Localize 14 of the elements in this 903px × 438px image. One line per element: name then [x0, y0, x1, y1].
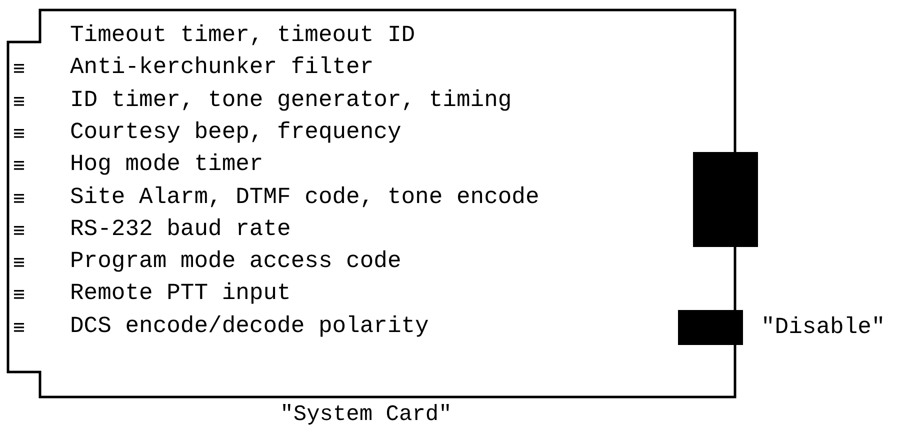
- function-label: Timeout timer, timeout ID: [70, 21, 416, 49]
- switch-block: [693, 152, 758, 247]
- function-label: Hog mode timer: [70, 150, 264, 178]
- function-label: Remote PTT input: [70, 279, 291, 308]
- function-label: Courtesy beep, frequency: [70, 118, 402, 146]
- function-label: Anti-kerchunker filter: [70, 53, 374, 82]
- switch-block: [678, 310, 743, 345]
- function-label: DCS encode/decode polarity: [70, 312, 429, 340]
- function-label: RS-232 baud rate: [70, 214, 291, 243]
- function-label: Site Alarm, DTMF code, tone encode: [70, 182, 540, 210]
- switch-setting-label: "Disable": [761, 313, 886, 341]
- function-label: ID timer, tone generator, timing: [70, 86, 512, 114]
- function-label: Program mode access code: [70, 247, 402, 276]
- card-caption: "System Card": [280, 402, 452, 427]
